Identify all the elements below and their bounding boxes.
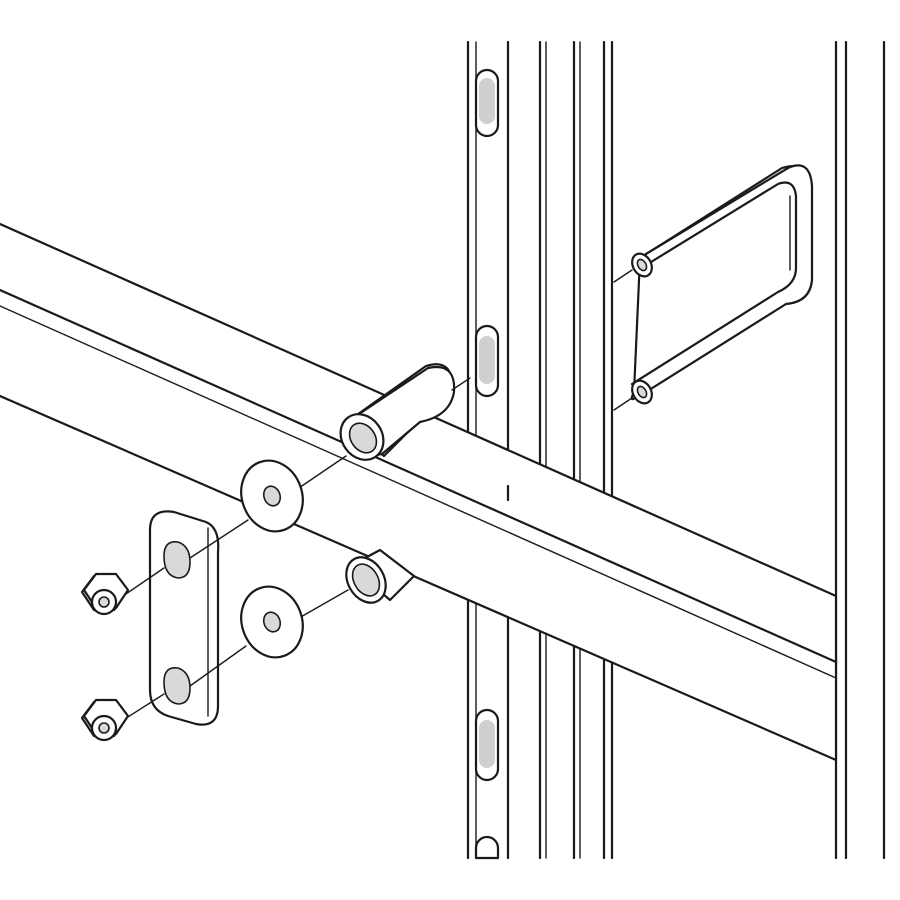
- rail-slot: [474, 68, 500, 138]
- rail-slots: [474, 68, 500, 860]
- mounting-plate: [148, 510, 249, 726]
- rail-slot: [474, 324, 500, 398]
- cable-management-loop: [613, 164, 814, 411]
- hex-nut-upper: [80, 567, 165, 616]
- vertical-rail-left: [466, 40, 614, 860]
- vertical-rail-right: [834, 40, 886, 860]
- rail-slot: [474, 708, 500, 782]
- spacer-sleeve-upper: [339, 363, 471, 461]
- spacer-sleeve-lower: [345, 548, 416, 604]
- horizontal-crossbar: [0, 222, 838, 762]
- flat-washer-upper: [240, 455, 347, 533]
- flat-washer-lower: [240, 585, 349, 659]
- rail-slot: [474, 835, 500, 860]
- hex-nut-lower: [80, 693, 165, 742]
